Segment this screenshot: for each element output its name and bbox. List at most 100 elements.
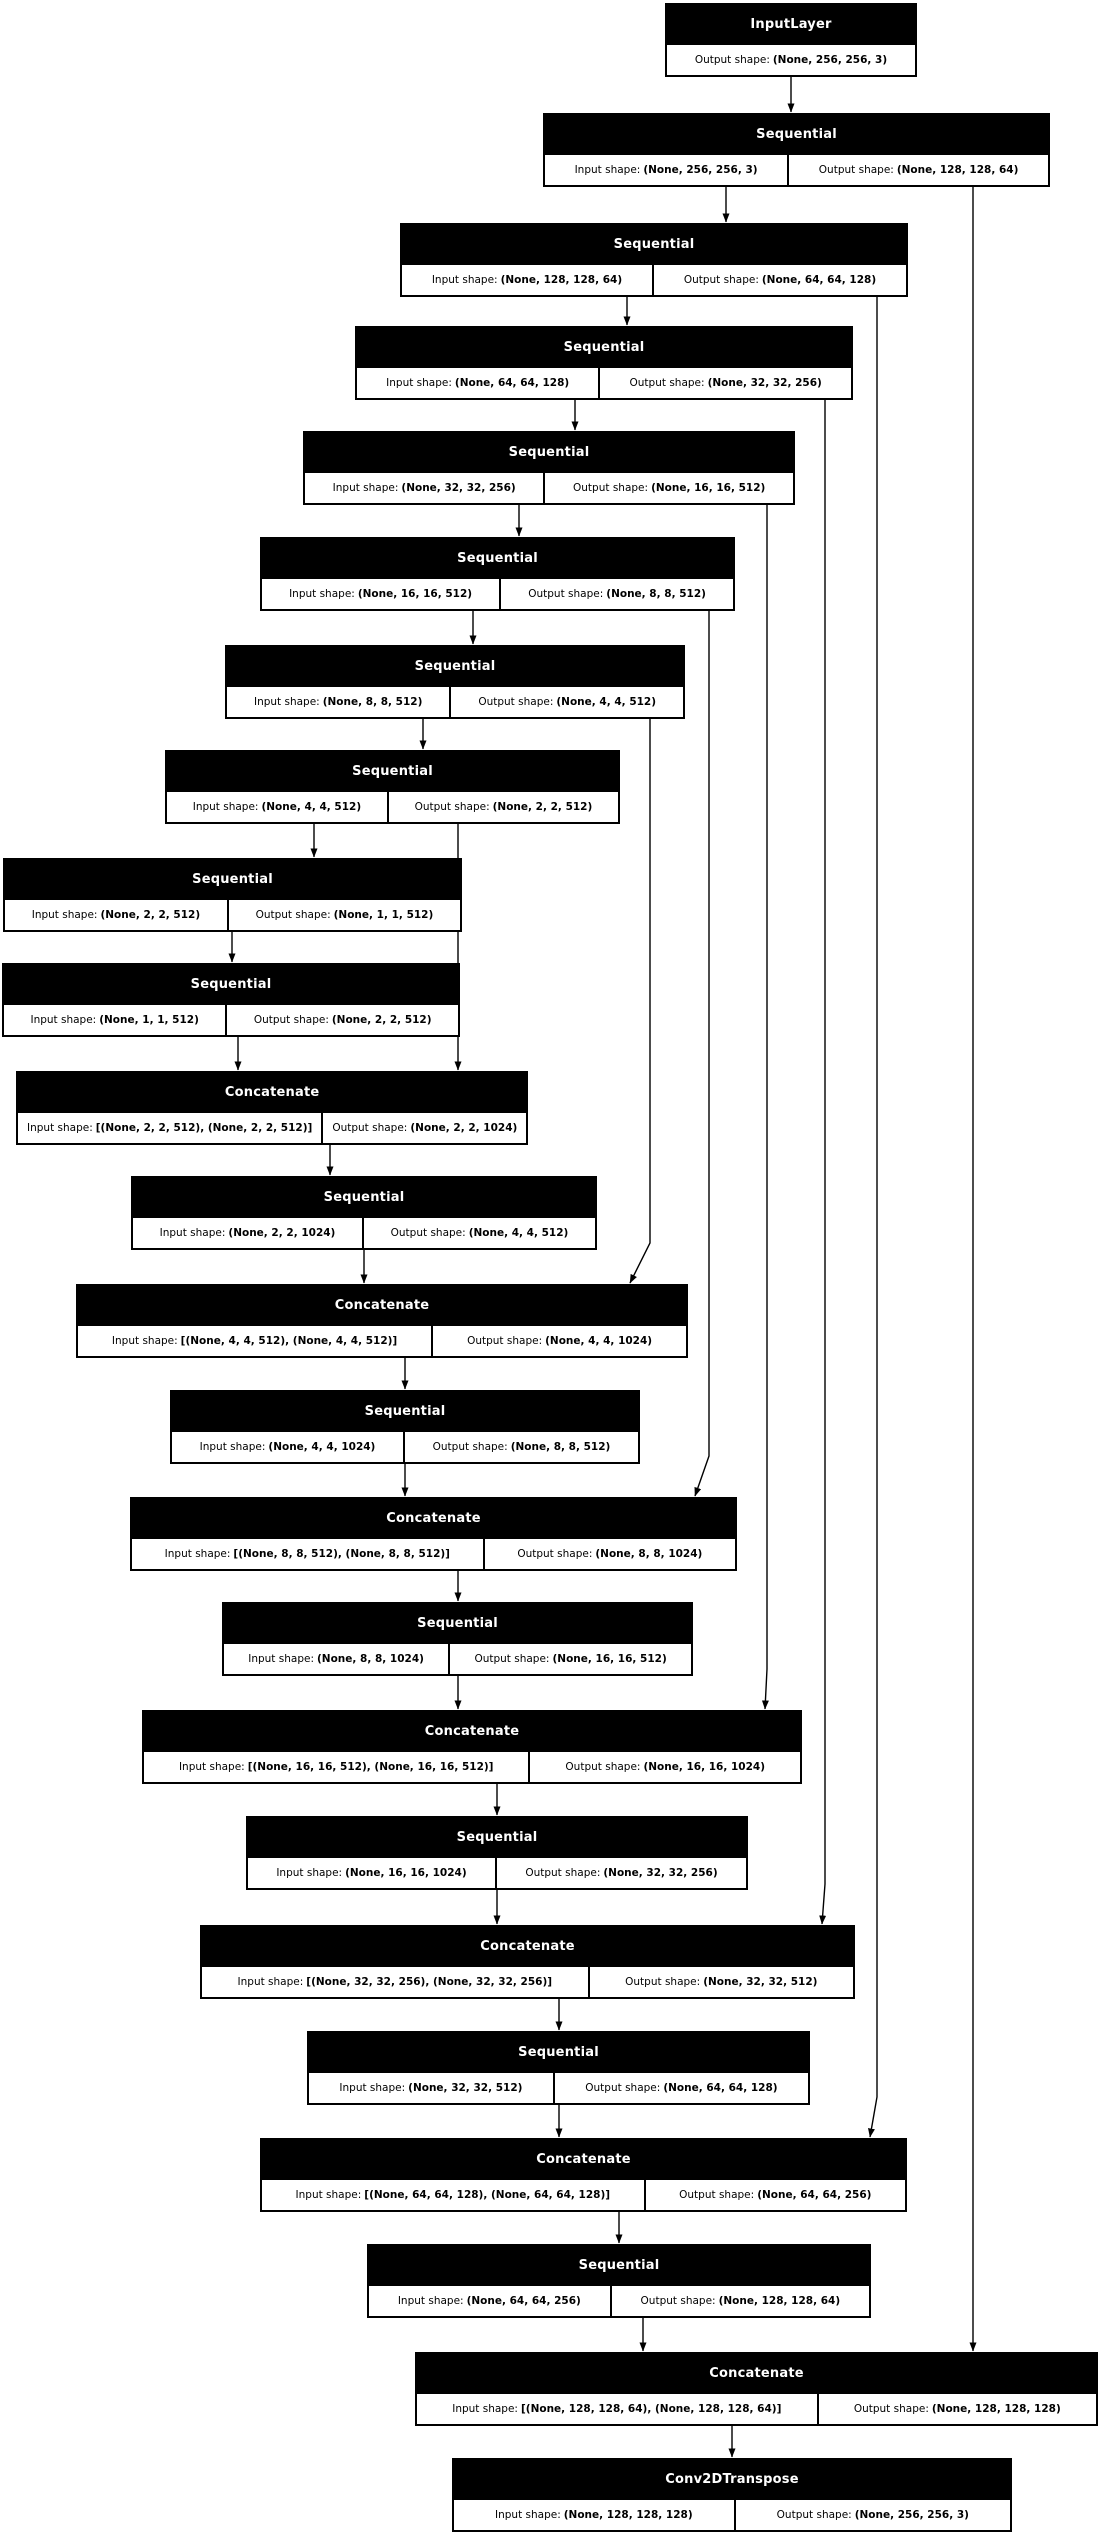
- input-shape-cell: Input shape:[(None, 8, 8, 512), (None, 8…: [132, 1539, 483, 1569]
- shape-row: Input shape:(None, 8, 8, 512)Output shap…: [227, 685, 683, 717]
- output-shape-prefix: Output shape:: [255, 909, 331, 921]
- layer-type-label: Concatenate: [417, 2354, 1096, 2392]
- output-shape-prefix: Output shape:: [565, 1761, 641, 1773]
- input-shape-cell: Input shape:(None, 256, 256, 3): [545, 155, 787, 185]
- output-shape-value: (None, 128, 128, 64): [718, 2295, 841, 2307]
- output-shape-cell: Output shape:(None, 4, 4, 1024): [431, 1326, 686, 1356]
- output-shape-prefix: Output shape:: [853, 2403, 929, 2415]
- input-shape-prefix: Input shape:: [253, 696, 320, 708]
- input-shape-cell: Input shape:[(None, 16, 16, 512), (None,…: [144, 1752, 528, 1782]
- output-shape-cell: Output shape:(None, 64, 64, 256): [643, 2180, 905, 2210]
- output-shape-value: (None, 4, 4, 512): [556, 696, 657, 708]
- input-shape-cell: Input shape:(None, 8, 8, 512): [227, 687, 449, 717]
- input-shape-prefix: Input shape:: [574, 164, 641, 176]
- output-shape-value: (None, 32, 32, 256): [603, 1867, 718, 1879]
- layer-type-label: Concatenate: [202, 1927, 853, 1965]
- layer-type-label: Sequential: [227, 647, 683, 685]
- output-shape-cell: Output shape:(None, 8, 8, 512): [403, 1432, 638, 1462]
- input-shape-prefix: Input shape:: [276, 1867, 343, 1879]
- output-shape-prefix: Output shape:: [253, 1014, 329, 1026]
- output-shape-value: (None, 32, 32, 512): [703, 1976, 818, 1988]
- input-shape-prefix: Input shape:: [248, 1653, 314, 1665]
- shape-row: Input shape:[(None, 64, 64, 128), (None,…: [262, 2178, 905, 2210]
- shape-row: Input shape:[(None, 2, 2, 512), (None, 2…: [18, 1111, 527, 1143]
- shape-row: Input shape:(None, 2, 2, 512)Output shap…: [5, 898, 460, 930]
- output-shape-cell: Output shape:(None, 32, 32, 512): [587, 1967, 853, 1997]
- input-shape-prefix: Input shape:: [164, 1548, 231, 1560]
- output-shape-cell: Output shape:(None, 2, 2, 1024): [321, 1113, 526, 1143]
- output-shape-cell: Output shape:(None, 8, 8, 1024): [482, 1539, 735, 1569]
- output-shape-prefix: Output shape:: [525, 1867, 601, 1879]
- input-shape-value: (None, 1, 1, 512): [99, 1014, 199, 1026]
- shape-row: Input shape:(None, 256, 256, 3)Output sh…: [545, 153, 1048, 185]
- output-shape-cell: Output shape:(None, 16, 16, 512): [543, 473, 793, 503]
- input-shape-cell: Input shape:(None, 128, 128, 64): [402, 265, 652, 295]
- input-shape-cell: Input shape:[(None, 64, 64, 128), (None,…: [262, 2180, 644, 2210]
- layer-type-label: Concatenate: [78, 1286, 686, 1324]
- input-shape-value: (None, 16, 16, 512): [357, 588, 473, 600]
- output-shape-cell: Output shape:(None, 256, 256, 3): [733, 2500, 1010, 2530]
- input-shape-value: (None, 16, 16, 1024): [345, 1867, 467, 1879]
- input-shape-value: (None, 128, 128, 64): [500, 274, 623, 286]
- skip-connection-edge-2-20: [868, 295, 878, 2138]
- output-shape-cell: Output shape:(None, 4, 4, 512): [449, 687, 683, 717]
- shape-row: Input shape:(None, 64, 64, 256)Output sh…: [369, 2284, 869, 2316]
- output-shape-prefix: Output shape:: [694, 54, 770, 66]
- input-shape-prefix: Input shape:: [31, 909, 98, 921]
- layer-type-label: Sequential: [545, 115, 1048, 153]
- output-shape-value: (None, 32, 32, 256): [707, 377, 822, 389]
- layer-type-label: Sequential: [402, 225, 906, 263]
- output-shape-prefix: Output shape:: [776, 2509, 852, 2521]
- input-shape-value: (None, 2, 2, 1024): [228, 1227, 336, 1239]
- output-shape-value: (None, 4, 4, 1024): [545, 1335, 653, 1347]
- output-shape-value: (None, 8, 8, 1024): [595, 1548, 703, 1560]
- input-shape-cell: Input shape:(None, 64, 64, 256): [369, 2286, 610, 2316]
- output-shape-cell: Output shape:(None, 8, 8, 512): [499, 579, 733, 609]
- output-shape-cell: Output shape:(None, 2, 2, 512): [386, 792, 618, 822]
- input-shape-cell: Input shape:(None, 16, 16, 512): [262, 579, 499, 609]
- input-shape-prefix: Input shape:: [495, 2509, 561, 2521]
- input-shape-value: (None, 64, 64, 128): [454, 377, 570, 389]
- output-shape-cell: Output shape:(None, 256, 256, 3): [667, 45, 915, 75]
- output-shape-prefix: Output shape:: [640, 2295, 716, 2307]
- output-shape-cell: Output shape:(None, 2, 2, 512): [225, 1005, 458, 1035]
- output-shape-cell: Output shape:(None, 32, 32, 256): [598, 368, 851, 398]
- input-shape-prefix: Input shape:: [192, 801, 259, 813]
- input-shape-value: [(None, 16, 16, 512), (None, 16, 16, 512…: [247, 1761, 494, 1773]
- input-shape-cell: Input shape:[(None, 2, 2, 512), (None, 2…: [18, 1113, 321, 1143]
- layer-type-label: Sequential: [224, 1604, 691, 1642]
- layer-type-label: InputLayer: [667, 5, 915, 43]
- input-shape-prefix: Input shape:: [397, 2295, 464, 2307]
- input-shape-prefix: Input shape:: [111, 1335, 178, 1347]
- skip-connection-edge-6-12: [629, 717, 651, 1284]
- output-shape-value: (None, 1, 1, 512): [333, 909, 434, 921]
- shape-row: Input shape:(None, 32, 32, 256)Output sh…: [305, 471, 793, 503]
- input-shape-prefix: Input shape:: [27, 1122, 93, 1134]
- input-shape-value: [(None, 32, 32, 256), (None, 32, 32, 256…: [306, 1976, 553, 1988]
- output-shape-prefix: Output shape:: [517, 1548, 593, 1560]
- input-shape-cell: Input shape:(None, 16, 16, 1024): [248, 1858, 495, 1888]
- input-shape-prefix: Input shape:: [452, 2403, 518, 2415]
- output-shape-prefix: Output shape:: [679, 2189, 755, 2201]
- shape-row: Input shape:[(None, 128, 128, 64), (None…: [417, 2392, 1096, 2424]
- input-shape-value: (None, 4, 4, 1024): [268, 1441, 376, 1453]
- input-shape-prefix: Input shape:: [199, 1441, 266, 1453]
- output-shape-cell: Output shape:(None, 128, 128, 64): [609, 2286, 869, 2316]
- layer-type-label: Sequential: [167, 752, 618, 790]
- input-shape-cell: Input shape:(None, 32, 32, 256): [305, 473, 543, 503]
- layer-type-label: Sequential: [369, 2246, 869, 2284]
- input-shape-cell: Input shape:(None, 2, 2, 1024): [133, 1218, 362, 1248]
- input-shape-cell: Input shape:[(None, 4, 4, 512), (None, 4…: [78, 1326, 431, 1356]
- input-shape-value: (None, 32, 32, 256): [401, 482, 516, 494]
- shape-row: Input shape:(None, 4, 4, 1024) Output sha…: [172, 1430, 638, 1462]
